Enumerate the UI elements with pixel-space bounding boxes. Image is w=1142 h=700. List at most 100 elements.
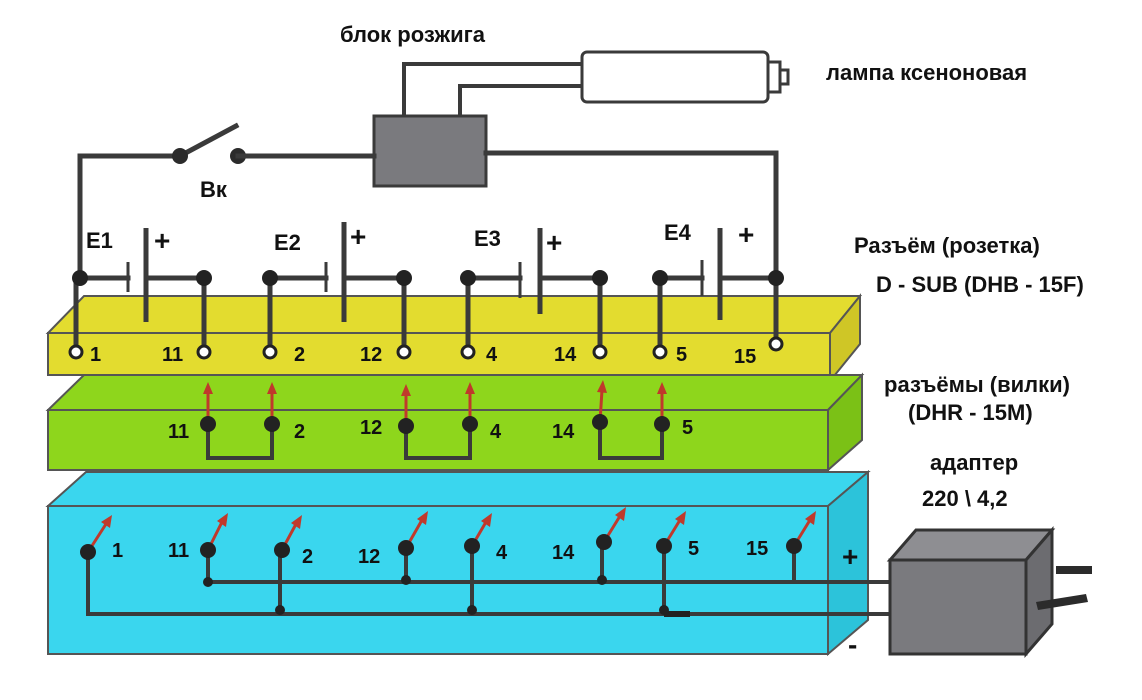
socket-pins: 1 11 2 12 4 14 5 15	[68, 336, 784, 368]
socket-pin-label: 1	[90, 344, 101, 366]
socket-connector	[45, 293, 863, 384]
cell-e2: E2 +	[262, 221, 412, 355]
plug-title-label: разъёмы (вилки)	[884, 372, 1070, 397]
adapter-board-top-face	[45, 471, 871, 507]
board-pin	[200, 542, 216, 558]
plug-arrow-head	[401, 384, 411, 396]
socket-pin	[196, 344, 212, 360]
negative-sign: -	[848, 629, 857, 660]
socket-pin	[460, 344, 476, 360]
cell-e2-node-right	[396, 270, 412, 286]
cell-e4-plus: +	[738, 219, 754, 250]
cell-e3-node-right	[592, 270, 608, 286]
cell-e1-name: E1	[86, 228, 113, 253]
cell-e3-node-left	[460, 270, 476, 286]
socket-pin	[68, 344, 84, 360]
cell-e3: E3 +	[460, 226, 608, 355]
plug-arrow-head	[657, 382, 667, 394]
plug-jumper-12-4	[404, 424, 472, 460]
board-pin	[786, 538, 802, 554]
socket-title-label: Разъём (розетка)	[854, 233, 1040, 258]
bus-junction	[401, 575, 411, 585]
socket-pin-label: 11	[162, 344, 183, 366]
plug-arrow-head	[267, 382, 277, 394]
adapter-board-pins: 1 11 2 12 4 14 5 15 + -	[80, 507, 890, 660]
plug-jumper-11-2	[206, 424, 274, 460]
board-arrow-head	[291, 515, 302, 529]
ignition-unit-box	[372, 114, 488, 188]
bus-junction	[203, 577, 213, 587]
cell-e4-node-right	[768, 270, 784, 286]
socket-pin	[652, 344, 668, 360]
switch-contact-left	[172, 148, 188, 164]
board-pin	[398, 540, 414, 556]
positive-sign: +	[842, 541, 858, 572]
adapter-board	[45, 469, 871, 657]
board-pin	[464, 538, 480, 554]
plug-pin	[654, 416, 670, 432]
socket-pin-label: 12	[360, 344, 382, 366]
socket-pin	[262, 344, 278, 360]
lamp-tip	[778, 68, 790, 86]
adapter-plug-prong-bottom	[1036, 594, 1088, 610]
board-pin	[596, 534, 612, 550]
socket-pin-label: 2	[294, 344, 305, 366]
socket-top-face	[45, 295, 863, 334]
board-pin	[656, 538, 672, 554]
cell-e4: E4 +	[652, 219, 784, 355]
plug-pin-label: 5	[682, 417, 693, 439]
igniter-label: блок розжига	[340, 22, 486, 47]
xenon-lamp	[580, 50, 790, 104]
plug-model-label: (DHR - 15M)	[908, 400, 1033, 425]
plug-jumper-14-5	[598, 422, 664, 460]
cell-e2-plus: +	[350, 221, 366, 252]
board-arrow-head	[417, 511, 428, 525]
plug-arrow-head	[203, 382, 213, 394]
board-pin-label: 14	[552, 542, 575, 564]
socket-pin-label: 15	[734, 346, 756, 368]
plug-pin-label: 4	[490, 421, 502, 443]
plug-pins: 11 2 12 4 14 5	[168, 380, 693, 460]
lamp-body	[580, 50, 770, 104]
cell-e2-node-left	[262, 270, 278, 286]
board-arrow-head	[805, 511, 816, 525]
board-pin-label: 4	[496, 542, 508, 564]
board-pin	[80, 544, 96, 560]
plug-arrow-head	[465, 382, 475, 394]
socket-front-face	[47, 332, 831, 376]
bus-junction	[597, 575, 607, 585]
cell-e1-node-left	[72, 270, 88, 286]
adapter-box	[886, 525, 1092, 659]
lamp-wire-2	[458, 84, 582, 116]
cell-e1-plus: +	[154, 225, 170, 256]
plug-pin	[200, 416, 216, 432]
board-arrow-head	[481, 513, 492, 527]
plug-arrow-head	[597, 380, 607, 393]
lamp-label: лампа ксеноновая	[826, 60, 1027, 85]
cell-e4-name: E4	[664, 220, 692, 245]
board-arrow-head	[101, 515, 112, 528]
plug-pin-label: 12	[360, 417, 382, 439]
cell-e3-name: E3	[474, 226, 501, 251]
board-pin-label: 2	[302, 546, 313, 568]
socket-pin	[592, 344, 608, 360]
cell-e4-node-left	[652, 270, 668, 286]
board-pin	[274, 542, 290, 558]
plug-pin	[398, 418, 414, 434]
board-arrow-head	[217, 513, 228, 527]
plug-pin	[462, 416, 478, 432]
socket-pin	[768, 336, 784, 352]
board-arrow-head	[675, 511, 686, 525]
cell-e1: E1 +	[72, 225, 212, 355]
igniter-return-wire	[483, 150, 779, 281]
plug-pin-label: 11	[168, 421, 189, 443]
board-pin-label: 12	[358, 546, 380, 568]
socket-pin-label: 14	[554, 344, 577, 366]
socket-pin-label: 4	[486, 344, 498, 366]
plug-pin-label: 2	[294, 421, 305, 443]
adapter-box-front	[888, 558, 1028, 656]
cell-e2-name: E2	[274, 230, 301, 255]
board-pin-label: 15	[746, 538, 768, 560]
